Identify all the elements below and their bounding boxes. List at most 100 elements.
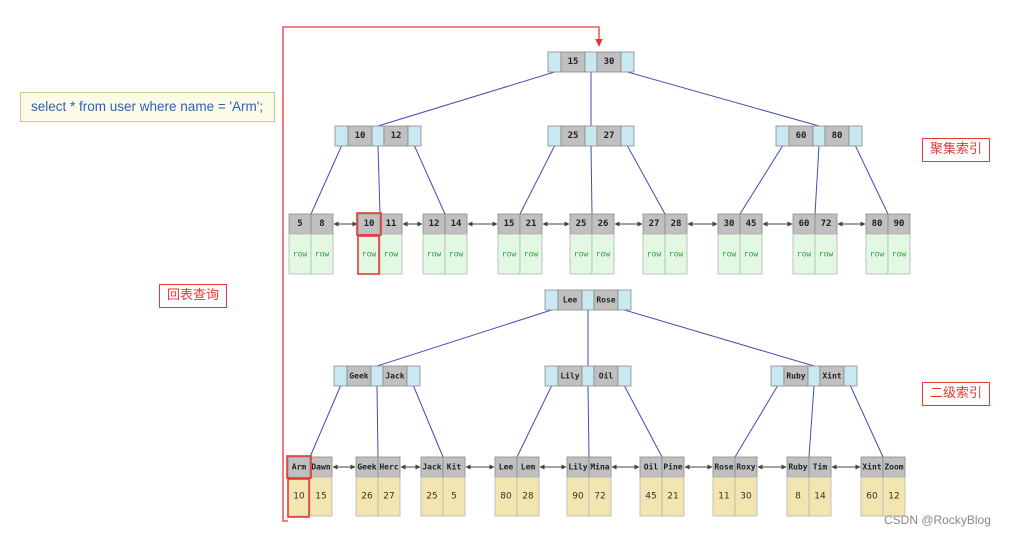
pointer-cell [775,125,790,147]
row-label: row [870,250,885,259]
row-label: row [797,250,812,259]
row-cell [591,233,615,275]
primary-key-label: 30 [740,492,752,502]
highlight-key-10 [356,212,382,236]
pointer-cell [581,289,595,311]
tree-edge [808,385,815,458]
primary-key-cell [442,476,466,517]
pointer-cell [370,365,384,387]
leaf-key-label: 8 [319,219,324,229]
leaf-key-label: Herc [379,463,398,472]
key-label: 25 [568,131,579,141]
highlight-key-arm [286,455,312,479]
pointer-cell [544,289,559,311]
table-lookup-arrow [282,26,603,522]
highlight-value-10 [287,478,310,518]
leaf-key-label: 11 [386,219,397,229]
key-label: Jack [385,372,404,381]
leaf-key-label: 80 [872,219,883,229]
primary-key-label: 72 [594,492,605,502]
leaf-key-label: Ruby [788,463,807,472]
primary-key-label: 25 [426,492,437,502]
primary-key-label: 5 [451,492,457,502]
row-label: row [362,250,377,259]
primary-key-cell [808,476,832,517]
tree-edge [627,145,666,215]
tree-edge [310,145,342,215]
leaf-key-label: 25 [576,219,587,229]
leaf-key-label: 15 [504,219,515,229]
key-label: 80 [832,131,843,141]
key-label: Oil [599,371,614,381]
tree-edge [624,385,663,458]
sql-query-box: select * from user where name = 'Arm'; [20,92,275,122]
primary-key-label: 15 [315,492,326,502]
pointer-cell [334,125,349,147]
leaf-key-label: Roxy [736,463,755,472]
leaf-key-label: 60 [799,219,810,229]
primary-key-cell [882,476,906,517]
row-label: row [892,250,907,259]
tree-edge [739,145,783,215]
leaf-key-label: 12 [429,219,440,229]
leaf-key-label: Rose [714,463,733,472]
pointer-cell [544,365,559,387]
primary-key-label: 80 [500,492,512,502]
tree-edge [377,71,555,127]
pointer-cell [617,365,632,387]
key-label: 60 [796,131,807,141]
leaf-key-label: Lee [499,463,514,472]
watermark: CSDN @RockyBlog [884,513,991,527]
pointer-cell [584,51,598,73]
row-cell [814,233,838,275]
row-cell [519,233,543,275]
key-label: 10 [355,131,366,141]
row-label: row [596,250,611,259]
primary-key-label: 60 [866,492,878,502]
primary-key-label: 27 [383,492,394,502]
row-label: row [524,250,539,259]
primary-key-cell [516,476,540,517]
tree-edge [850,385,884,458]
pointer-cell [620,125,635,147]
row-cell [664,233,688,275]
row-label: row [647,250,662,259]
primary-key-label: 11 [718,492,729,502]
leaf-key-label: 45 [746,219,757,229]
tree-edge [590,145,593,215]
row-cell [887,233,911,275]
clustered-internal-node: 25 27 [547,125,635,147]
leaf-key-label: 26 [598,219,609,229]
tree-edge [624,309,815,367]
leaf-key-label: Lem [521,463,536,472]
leaf-key-label: Lily [568,462,587,472]
pointer-cell [581,365,595,387]
lookup-overlay [282,26,603,522]
leaf-key-label: Tim [813,462,828,472]
row-label: row [722,250,737,259]
tree-edge [376,385,379,458]
key-label: 27 [604,131,615,141]
pointer-cell [812,125,826,147]
pointer-cell [843,365,858,387]
key-label: 30 [604,57,615,67]
row-label: row [574,250,589,259]
key-label: Geek [349,372,368,381]
leaf-key-label: 90 [894,219,905,229]
leaf-key-label: 14 [451,219,462,229]
leaf-links [332,221,866,470]
primary-key-label: 10 [293,492,305,502]
tree-edge [587,385,590,458]
leaf-key-label: Mina [590,462,609,472]
tree-edge [377,145,381,215]
